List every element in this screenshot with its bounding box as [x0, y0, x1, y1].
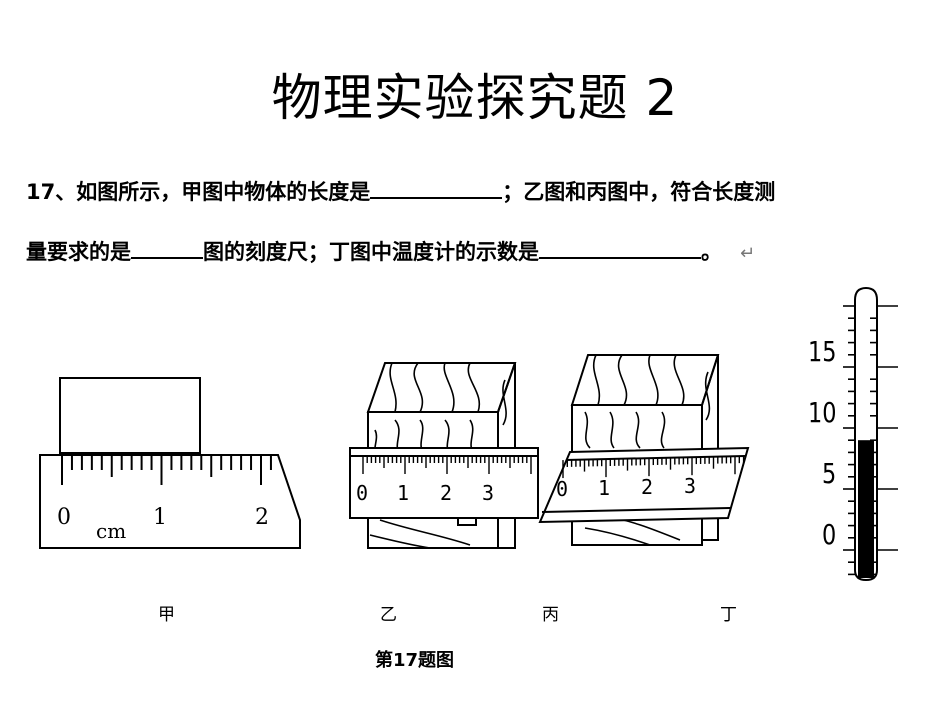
ruler-bing-label-2: 2	[641, 475, 653, 499]
question-line-2: 量要求的是 图的刻度尺；丁图中温度计的示数是 。 ↵	[26, 236, 755, 266]
thermometer-tube	[854, 286, 878, 582]
thermometer-ticks	[843, 305, 898, 576]
ruler-jia-label-2: 2	[255, 505, 269, 530]
ruler-jia-label-1: 1	[153, 505, 167, 530]
ruler-jia-unit: cm	[96, 519, 126, 543]
ruler-bing-label-0: 0	[556, 477, 568, 501]
return-mark-icon: ↵	[740, 243, 756, 264]
ruler-yi-label-1: 1	[397, 481, 409, 505]
question-text-1a: 17、如图所示，甲图中物体的长度是	[26, 180, 371, 204]
ruler-yi-ticks	[362, 456, 532, 474]
figure-ding: 15 10 5 0	[808, 286, 898, 582]
measured-block	[59, 377, 201, 454]
ruler-jia	[39, 454, 301, 549]
figure-caption: 第17题图	[375, 650, 455, 671]
thermometer-label-5: 5	[822, 456, 836, 489]
figure-label-ding: 丁	[720, 605, 737, 625]
ruler-yi-label-0: 0	[356, 481, 368, 505]
figure-yi: 0 1 2 3	[349, 362, 539, 549]
question-text-1b: ；乙图和丙图中，符合长度测	[502, 180, 776, 204]
figure-label-jia: 甲	[158, 605, 175, 625]
thermometer-mercury	[858, 440, 874, 578]
ruler-yi-label-2: 2	[440, 481, 452, 505]
ruler-yi-label-3: 3	[482, 481, 494, 505]
ruler-jia-ticks	[61, 455, 272, 485]
answer-blank-ruler[interactable]	[131, 239, 203, 259]
figure-label-bing: 丙	[542, 605, 559, 625]
thermometer-label-15: 15	[808, 334, 836, 367]
question-text-2a: 量要求的是	[26, 240, 131, 264]
figure-bing: 0 1 2 3	[538, 354, 750, 546]
thermometer-label-10: 10	[808, 395, 836, 428]
ruler-bing-ticks	[562, 456, 745, 479]
page-title: 物理实验探究题 2	[271, 69, 679, 127]
ruler-bing-label-3: 3	[684, 474, 696, 498]
question-text-2b: 图的刻度尺；丁图中温度计的示数是	[203, 240, 539, 264]
answer-blank-length[interactable]	[370, 179, 503, 199]
question-line-1: 17、如图所示，甲图中物体的长度是 ；乙图和丙图中，符合长度测	[26, 176, 775, 206]
ruler-jia-label-0: 0	[57, 505, 71, 530]
answer-blank-temperature[interactable]	[539, 239, 701, 259]
ruler-bing-label-1: 1	[598, 476, 610, 500]
thermometer-label-0: 0	[822, 517, 836, 550]
figure-jia: 0 1 2 cm	[39, 377, 301, 549]
figure-label-yi: 乙	[380, 605, 397, 625]
question-text-2c: 。	[701, 240, 722, 264]
